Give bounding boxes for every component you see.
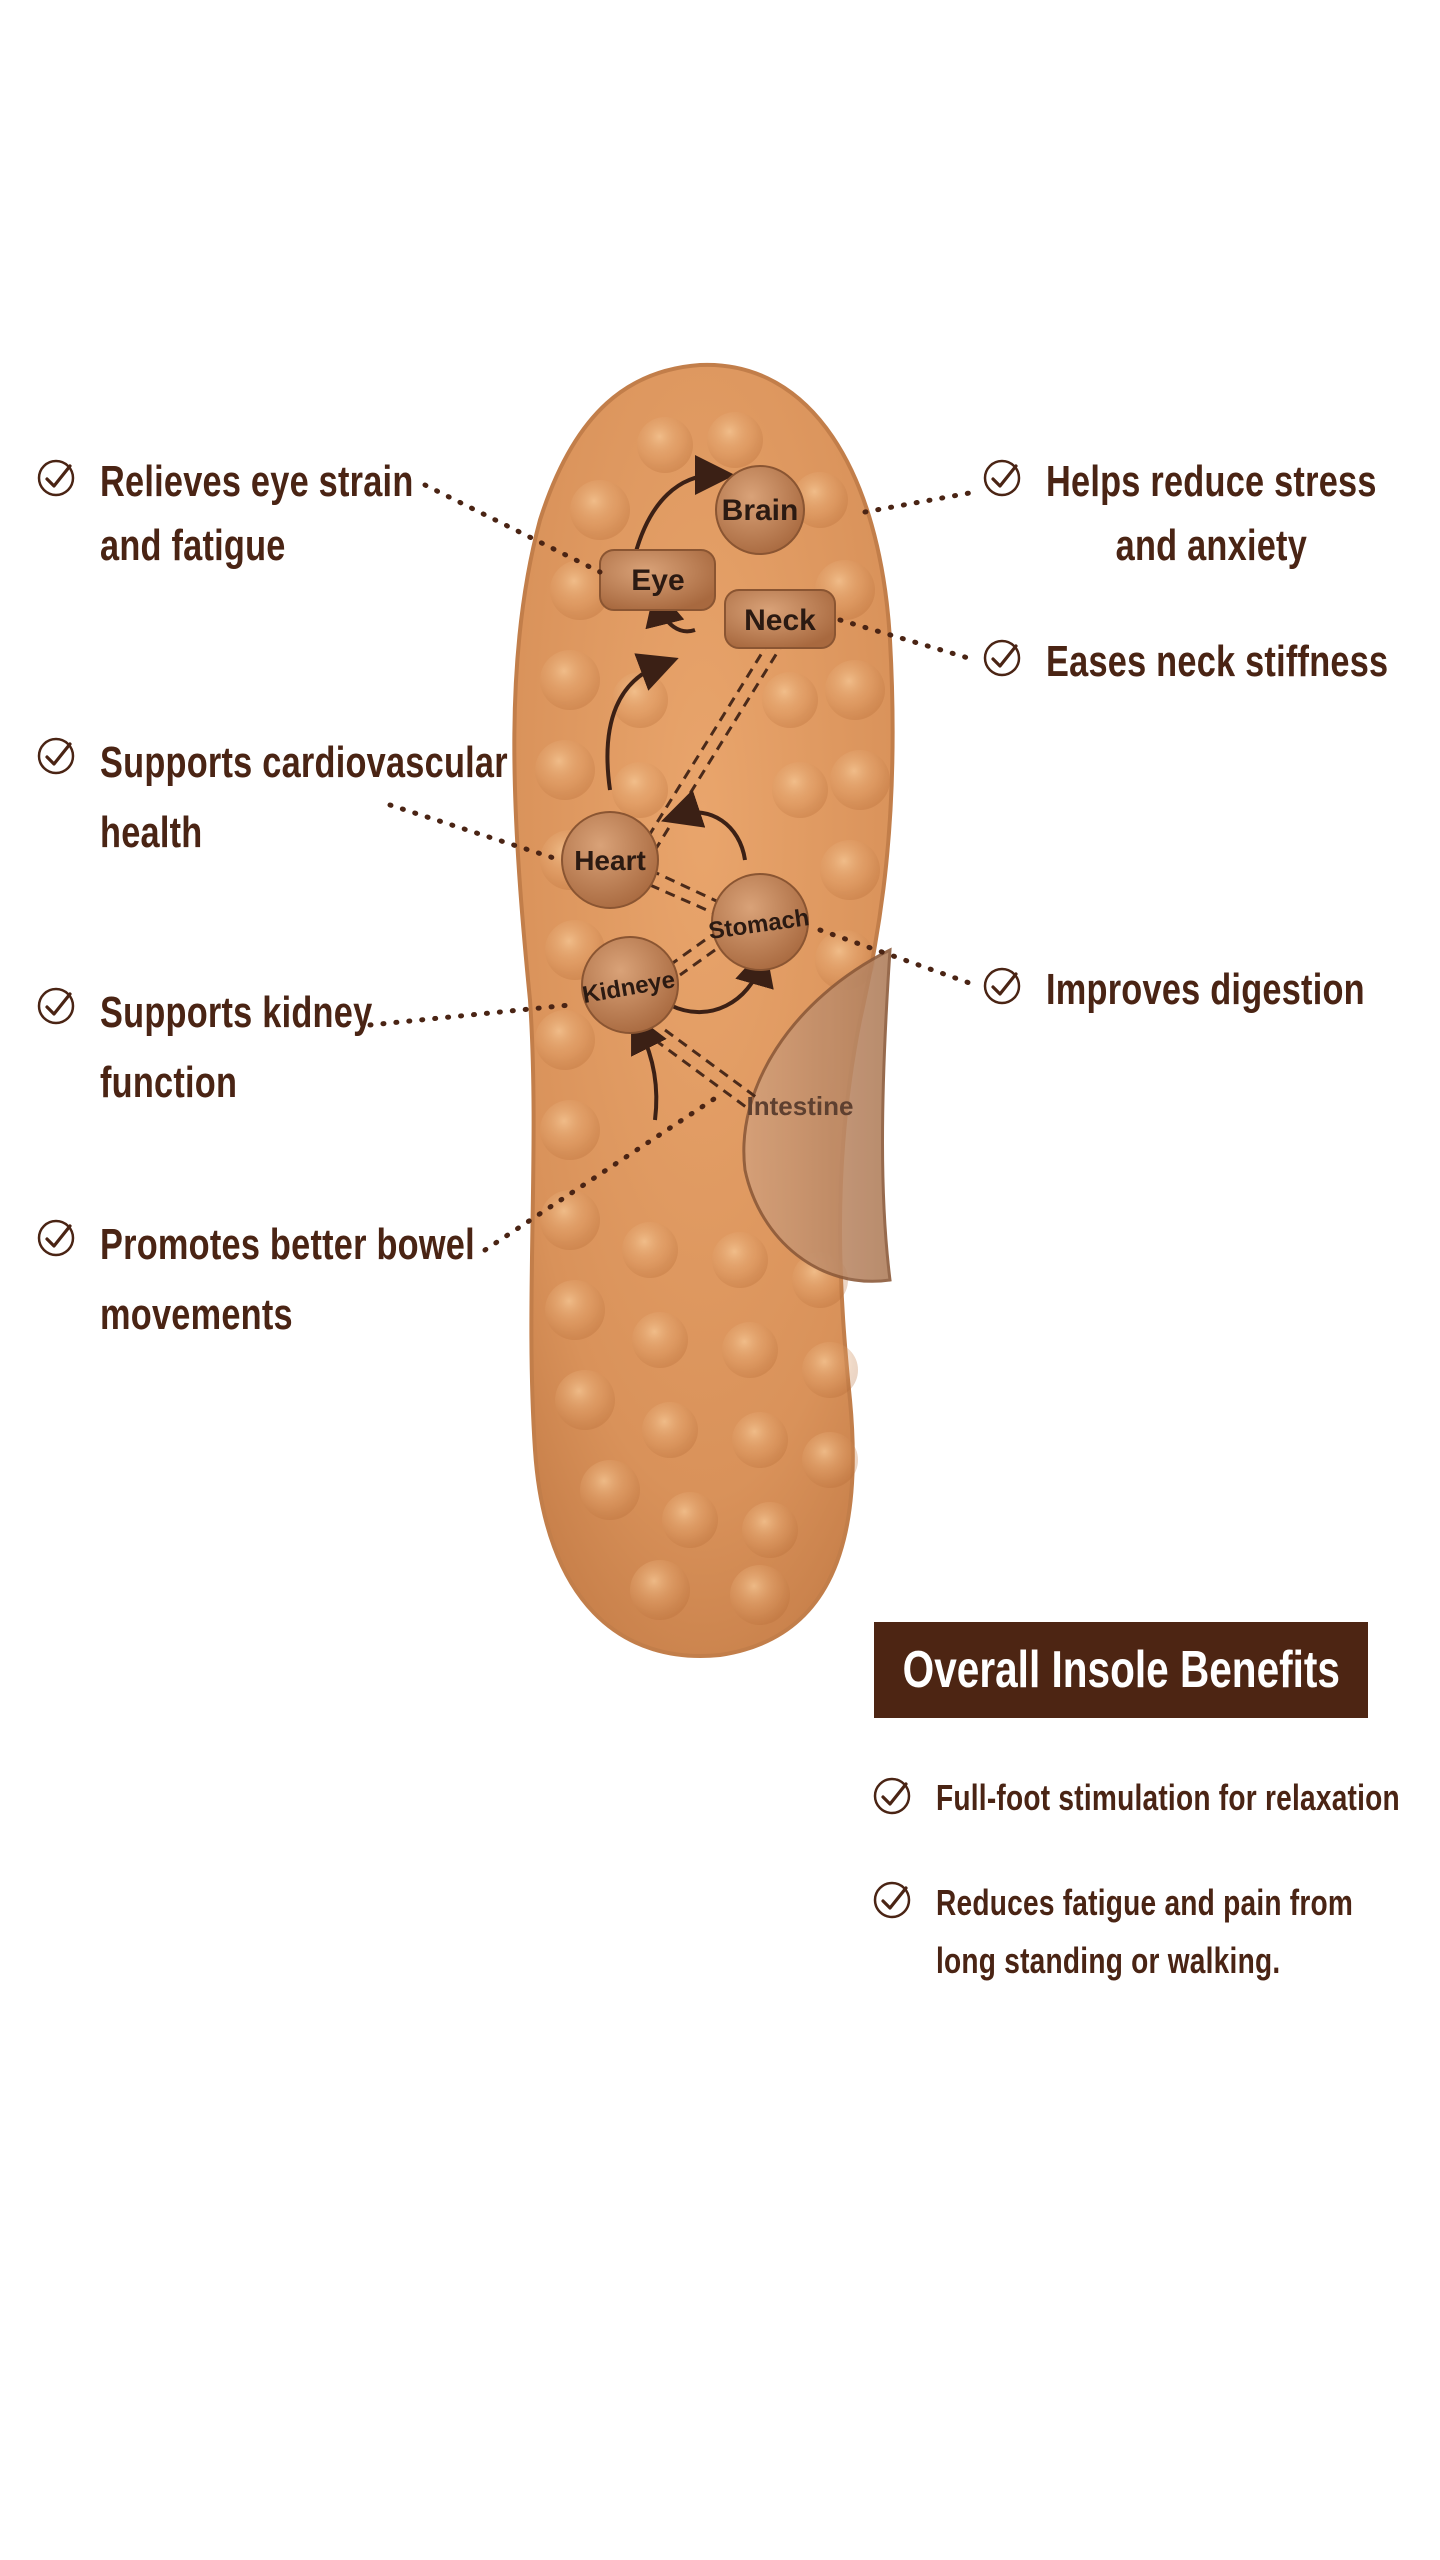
benefit-text: Promotes better bowel movements <box>100 1210 475 1350</box>
organ-label-intestine: Intestine <box>747 1091 854 1121</box>
benefit-text: Improves digestion <box>1046 958 1365 1022</box>
benefit-cardiovascular: Supports cardiovascular health <box>36 728 623 868</box>
check-circle-icon <box>983 639 1021 677</box>
check-circle-icon <box>37 1219 75 1257</box>
leader-lines <box>367 482 978 1253</box>
summary-line: Full-foot stimulation for relaxation <box>936 1777 1400 1818</box>
benefit-neck: Eases neck stiffness <box>982 630 1440 694</box>
benefit-bowel: Promotes better bowel movements <box>36 1210 581 1350</box>
organ-heart: Heart <box>561 811 659 909</box>
check-circle-icon <box>873 1777 911 1815</box>
organ-label-neck: Neck <box>744 604 816 637</box>
benefit-text: Supports kidney function <box>100 978 372 1118</box>
check-circle-icon <box>37 987 75 1025</box>
curved-arrow-icon <box>605 455 774 1121</box>
organ-stomach: Stomach <box>707 873 811 971</box>
organ-kidney: Kidneye <box>580 936 679 1034</box>
massage-bumps <box>535 412 890 1625</box>
summary-text: Full-foot stimulation for relaxation <box>936 1770 1400 1826</box>
organ-label-brain: Brain <box>722 494 799 527</box>
benefit-line: and fatigue <box>100 521 286 570</box>
check-circle-icon <box>37 737 75 775</box>
summary-title: Overall Insole Benefits <box>902 1641 1340 1699</box>
benefit-line: movements <box>100 1290 293 1339</box>
benefit-line: Relieves eye strain <box>100 457 414 506</box>
benefit-line: Helps reduce stress <box>1046 457 1377 506</box>
benefit-kidney: Supports kidney function <box>36 978 449 1118</box>
summary-item-fatigue: Reduces fatigue and pain from long stand… <box>872 1874 1440 1990</box>
organ-label-heart: Heart <box>574 845 646 876</box>
benefit-line: Promotes better bowel <box>100 1220 475 1269</box>
organ-neck: Neck <box>724 589 836 649</box>
benefit-text: Eases neck stiffness <box>1046 630 1388 694</box>
benefit-digestion: Improves digestion <box>982 958 1440 1022</box>
benefit-line: Eases neck stiffness <box>1046 637 1389 686</box>
benefit-line: function <box>100 1058 238 1107</box>
check-circle-icon <box>873 1881 911 1919</box>
benefit-line: and anxiety <box>1115 521 1308 570</box>
organ-brain: Brain <box>715 465 805 555</box>
benefit-text: Relieves eye strain and fatigue <box>100 450 414 578</box>
benefit-text: Helps reduce stress and anxiety <box>1046 450 1377 578</box>
summary-line: Reduces fatigue and pain from <box>936 1882 1354 1923</box>
benefit-text: Supports cardiovascular health <box>100 728 508 868</box>
benefit-line: Supports kidney <box>100 988 373 1037</box>
summary-text: Reduces fatigue and pain from long stand… <box>936 1874 1353 1990</box>
benefit-line: health <box>100 808 203 857</box>
benefit-stress: Helps reduce stress and anxiety <box>982 450 1440 578</box>
check-circle-icon <box>983 459 1021 497</box>
benefit-line: Improves digestion <box>1046 965 1365 1014</box>
summary-banner: Overall Insole Benefits <box>874 1622 1368 1718</box>
intestine-zone <box>742 947 892 1283</box>
benefit-line: Supports cardiovascular <box>100 738 508 787</box>
summary-line: long standing or walking. <box>936 1940 1281 1981</box>
check-circle-icon <box>983 967 1021 1005</box>
benefit-eye-strain: Relieves eye strain and fatigue <box>36 450 502 578</box>
check-circle-icon <box>37 459 75 497</box>
organ-label-eye: Eye <box>631 564 684 597</box>
organ-eye: Eye <box>599 549 716 611</box>
summary-item-relaxation: Full-foot stimulation for relaxation <box>872 1770 1440 1826</box>
